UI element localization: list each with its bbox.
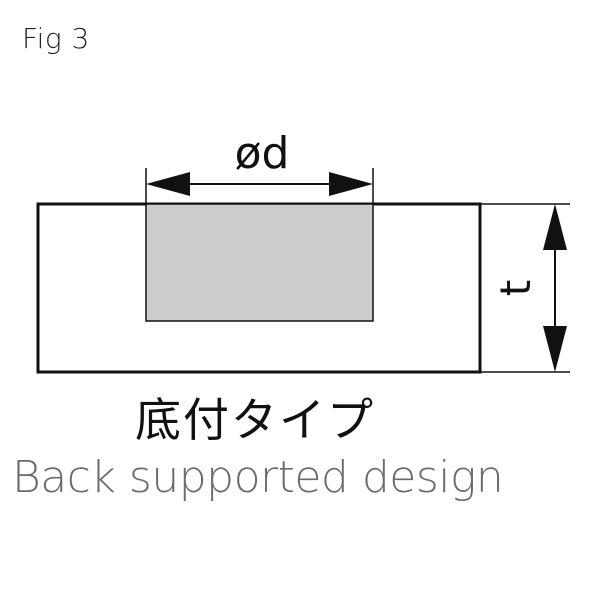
thickness-arrow-bottom	[543, 326, 567, 372]
caption-japanese: 底付タイプ	[135, 393, 375, 447]
thickness-arrow-top	[543, 204, 567, 250]
cavity	[145, 203, 374, 322]
diameter-arrow-right	[329, 172, 373, 196]
caption-english: Back supported design	[12, 452, 504, 503]
diameter-arrow-left	[146, 172, 190, 196]
thickness-label: t	[491, 280, 540, 296]
diameter-label: ød	[235, 128, 290, 179]
figure-label: Fig 3	[22, 22, 90, 55]
